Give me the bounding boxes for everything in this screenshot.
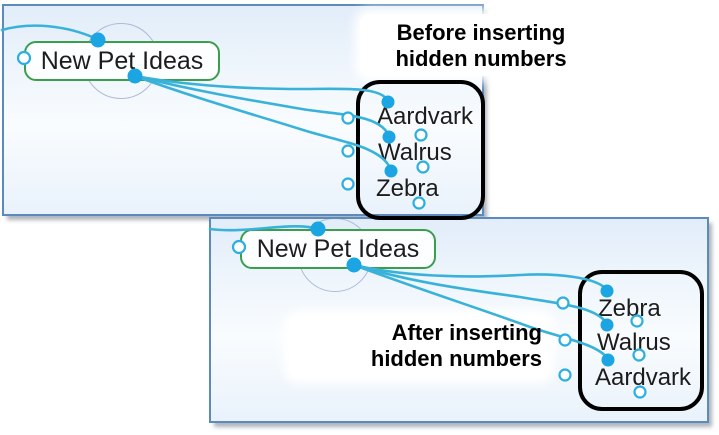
child-topic[interactable]: Zebra [598,295,661,322]
child-topic[interactable]: Zebra [376,175,439,202]
child-topic[interactable]: Aardvark [377,103,474,130]
root-topic-before[interactable]: New Pet Ideas [24,41,220,81]
child-topic[interactable]: Walrus [597,329,671,356]
annotation-line: After inserting [391,320,542,345]
annotation-line: hidden numbers [370,346,542,371]
root-topic-label: New Pet Ideas [256,234,420,263]
child-topic[interactable]: Aardvark [595,364,692,391]
root-topic-label: New Pet Ideas [40,46,204,75]
annotation-after: After inserting hidden numbers [330,320,542,372]
annotation-backing-before [360,14,584,76]
annotation-line: hidden numbers [395,46,567,71]
annotation-line: Before inserting [396,20,566,45]
annotation-before: Before inserting hidden numbers [368,20,594,72]
root-topic-after[interactable]: New Pet Ideas [240,229,436,269]
child-topic[interactable]: Walrus [378,139,452,166]
